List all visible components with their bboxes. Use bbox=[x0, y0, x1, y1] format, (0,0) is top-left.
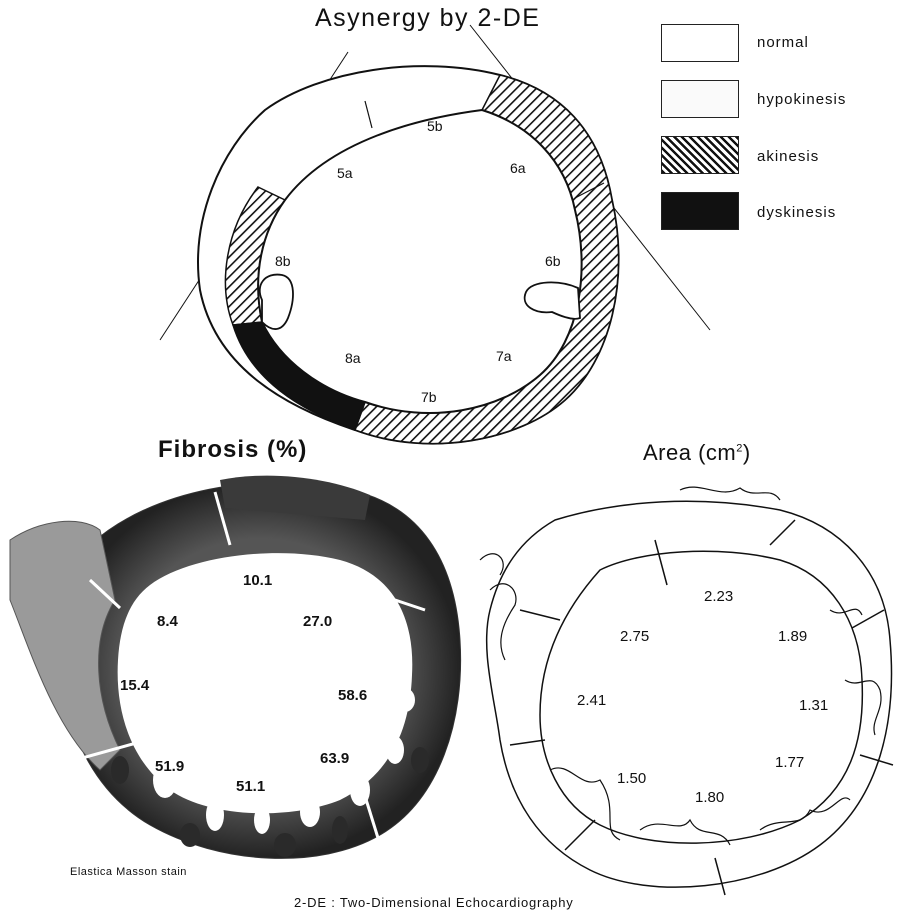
legend-label-hypokinesis: hypokinesis bbox=[757, 91, 846, 108]
legend-label-normal: normal bbox=[757, 34, 809, 51]
footnote: 2-DE : Two-Dimensional Echocardiography bbox=[294, 895, 574, 910]
segment-label-6a: 6a bbox=[510, 160, 526, 176]
segment-label-7b: 7b bbox=[421, 389, 437, 405]
segment-label-8a: 8a bbox=[345, 350, 361, 366]
legend-label-akinesis: akinesis bbox=[757, 148, 819, 165]
legend-swatch-normal bbox=[661, 24, 739, 62]
segment-label-6b: 6b bbox=[545, 253, 561, 269]
area-value-2-23: 2.23 bbox=[704, 588, 733, 605]
segment-label-7a: 7a bbox=[496, 348, 512, 364]
stain-note: Elastica Masson stain bbox=[70, 866, 187, 878]
area-value-1-80: 1.80 bbox=[695, 789, 724, 806]
fibrosis-value-63-9: 63.9 bbox=[320, 750, 349, 767]
area-title: Area (cm2) bbox=[643, 440, 751, 466]
legend-swatch-hypokinesis bbox=[661, 80, 739, 118]
area-value-1-50: 1.50 bbox=[617, 770, 646, 787]
segment-label-8b: 8b bbox=[275, 253, 291, 269]
fibrosis-value-10-1: 10.1 bbox=[243, 572, 272, 589]
legend-label-dyskinesis: dyskinesis bbox=[757, 204, 836, 221]
fibrosis-value-51-9: 51.9 bbox=[155, 758, 184, 775]
fibrosis-value-15-4: 15.4 bbox=[120, 677, 149, 694]
area-value-1-31: 1.31 bbox=[799, 697, 828, 714]
fibrosis-value-58-6: 58.6 bbox=[338, 687, 367, 704]
area-value-1-89: 1.89 bbox=[778, 628, 807, 645]
segment-label-5a: 5a bbox=[337, 165, 353, 181]
area-value-1-77: 1.77 bbox=[775, 754, 804, 771]
area-value-2-75: 2.75 bbox=[620, 628, 649, 645]
legend-swatch-dyskinesis bbox=[661, 192, 739, 230]
fibrosis-section-image bbox=[10, 476, 461, 859]
fibrosis-title: Fibrosis (%) bbox=[158, 436, 307, 464]
legend-swatch-akinesis bbox=[661, 136, 739, 174]
fibrosis-value-8-4: 8.4 bbox=[157, 613, 178, 630]
area-value-2-41: 2.41 bbox=[577, 692, 606, 709]
area-tracing bbox=[480, 487, 893, 895]
top-title: Asynergy by 2-DE bbox=[315, 4, 540, 33]
fibrosis-value-51-1: 51.1 bbox=[236, 778, 265, 795]
fibrosis-value-27-0: 27.0 bbox=[303, 613, 332, 630]
segment-label-5b: 5b bbox=[427, 118, 443, 134]
asynergy-diagram bbox=[160, 25, 710, 444]
